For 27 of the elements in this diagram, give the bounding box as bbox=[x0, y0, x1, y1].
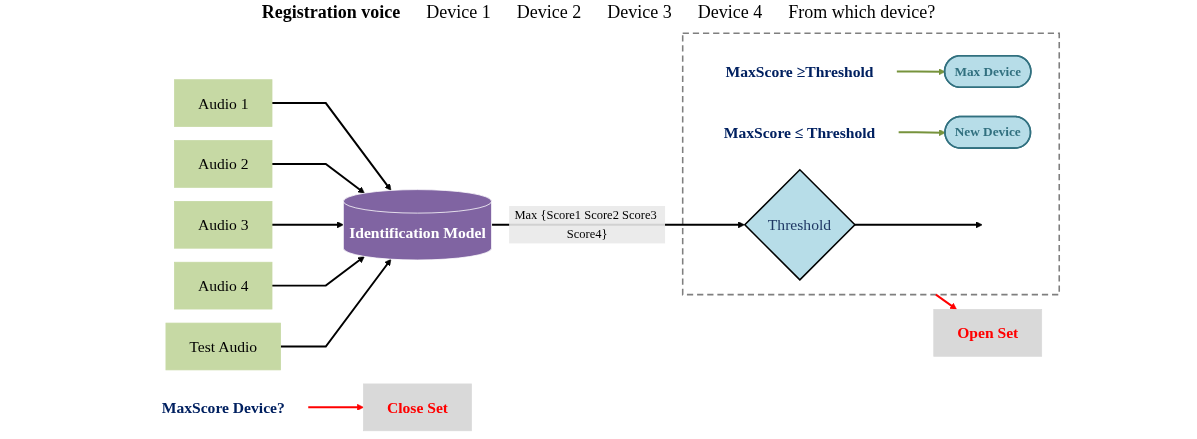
node-box: Test Audio bbox=[165, 322, 281, 370]
node-box: Audio 4 bbox=[173, 261, 273, 309]
heading-text: Device 1 bbox=[426, 1, 491, 24]
arrow bbox=[934, 293, 957, 310]
heading-text: From which device? bbox=[788, 1, 936, 24]
heading-text: Device 3 bbox=[607, 1, 672, 24]
node-box: Audio 1 bbox=[173, 78, 273, 127]
edge-label: Max {Score1 Score2 Score3 Score4} bbox=[514, 207, 657, 240]
arrow bbox=[853, 220, 983, 228]
node-box: Open Set bbox=[933, 308, 1042, 357]
node-box: Audio 2 bbox=[173, 139, 273, 188]
node-text: MaxScore Device? bbox=[161, 398, 285, 416]
node-text: MaxScore ≤ Threshold bbox=[723, 123, 875, 141]
node-box: Close Set bbox=[362, 383, 472, 431]
node-box: Audio 3 bbox=[173, 200, 273, 249]
node-diamond: Threshold bbox=[743, 168, 856, 281]
arrow bbox=[279, 258, 391, 347]
arrow bbox=[307, 403, 364, 411]
arrow bbox=[270, 101, 391, 191]
heading-text: Device 2 bbox=[516, 1, 582, 24]
cluster bbox=[681, 31, 1060, 295]
arrow bbox=[270, 255, 365, 287]
heading-text: Device 4 bbox=[697, 1, 763, 24]
arrow bbox=[270, 220, 344, 228]
heading-text: Registration voice bbox=[261, 1, 401, 24]
arrow bbox=[270, 162, 365, 193]
node-text: MaxScore ≥Threshold bbox=[725, 62, 874, 80]
